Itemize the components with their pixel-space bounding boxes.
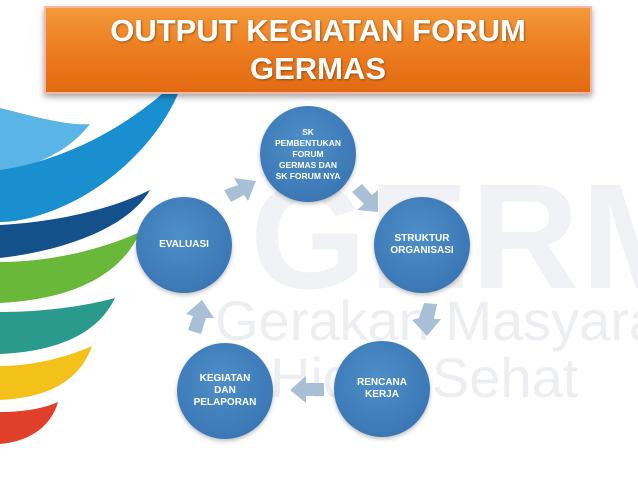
cycle-node-evaluasi: EVALUASI: [136, 197, 232, 293]
arrow-struktur-to-rencana: [412, 303, 441, 336]
cycle-node-kegiatan-dan-pelaporan: KEGIATAN DAN PELAPORAN: [177, 343, 273, 439]
cycle-node-label: RENCANA KERJA: [357, 377, 407, 400]
swirl-blue: [0, 72, 185, 222]
title-line-1: OUTPUT KEGIATAN FORUM: [110, 13, 526, 48]
cycle-node-label: SK PEMBENTUKAN FORUM GERMAS DAN SK FORUM…: [274, 126, 342, 181]
cycle-node-label: EVALUASI: [159, 239, 209, 250]
arrow-sk-to-struktur: [352, 184, 378, 212]
swirl-red: [0, 402, 58, 444]
arrow-kegiatan-to-evaluasi: [186, 300, 214, 334]
cycle-node-label: KEGIATAN DAN PELAPORAN: [193, 373, 257, 408]
swirl-green: [0, 232, 140, 303]
swirl-yellow: [0, 346, 92, 400]
title-line-2: GERMAS: [249, 51, 387, 86]
arrow-evaluasi-to-sk: [224, 178, 256, 202]
swirl-dark-blue: [0, 190, 150, 258]
cycle-node-rencana-kerja: RENCANA KERJA: [334, 341, 430, 437]
swirl-light-blue: [0, 108, 90, 172]
arrow-rencana-to-kegiatan: [290, 376, 324, 403]
title-banner: OUTPUT KEGIATAN FORUM GERMAS: [44, 6, 592, 94]
swirl-teal: [0, 298, 115, 354]
cycle-node-struktur-organisasi: STRUKTUR ORGANISASI: [374, 197, 470, 293]
cycle-node-label: STRUKTUR ORGANISASI: [390, 233, 454, 256]
cycle-node-sk-pembentukan: SK PEMBENTUKAN FORUM GERMAS DAN SK FORUM…: [260, 106, 356, 202]
